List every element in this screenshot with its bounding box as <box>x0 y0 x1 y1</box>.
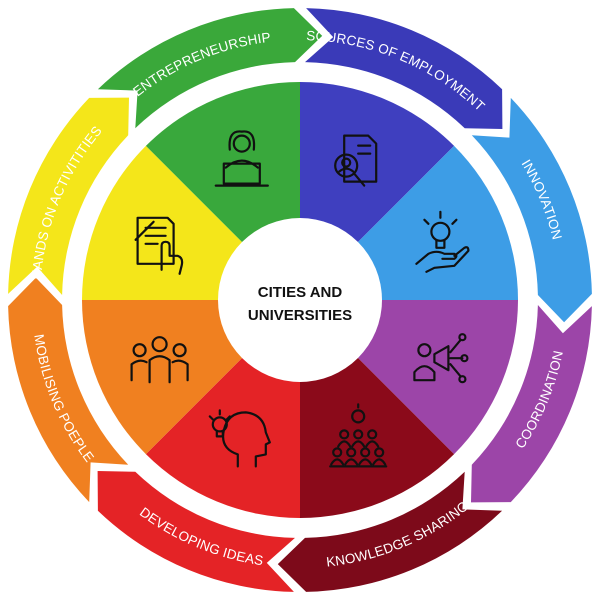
head-lightbulb-icon <box>208 409 271 468</box>
document-search-icon <box>334 134 378 187</box>
arrow-segment-2 <box>471 97 592 323</box>
laptop-person-icon <box>214 130 269 187</box>
center-title-line2: UNIVERSITIES <box>248 307 352 324</box>
center-title-line1: CITIES AND <box>258 284 343 301</box>
arrow-segment-4 <box>277 471 503 592</box>
arrow-segment-1 <box>305 8 503 130</box>
arrow-segment-5 <box>97 471 295 592</box>
arrow-segment-7 <box>8 97 130 295</box>
people-group-icon <box>130 336 189 384</box>
team-idea-icon <box>329 403 388 468</box>
lightbulb-hand-icon <box>415 210 470 273</box>
icon-group <box>130 130 470 468</box>
arrow-segment-3 <box>471 305 592 503</box>
megaphone-network-icon <box>413 333 469 384</box>
arrow-segment-6 <box>8 277 129 503</box>
center-circle <box>218 218 382 382</box>
arrow-segment-8 <box>97 8 323 129</box>
arrow-ring <box>8 8 592 592</box>
document-hand-icon <box>134 216 184 275</box>
